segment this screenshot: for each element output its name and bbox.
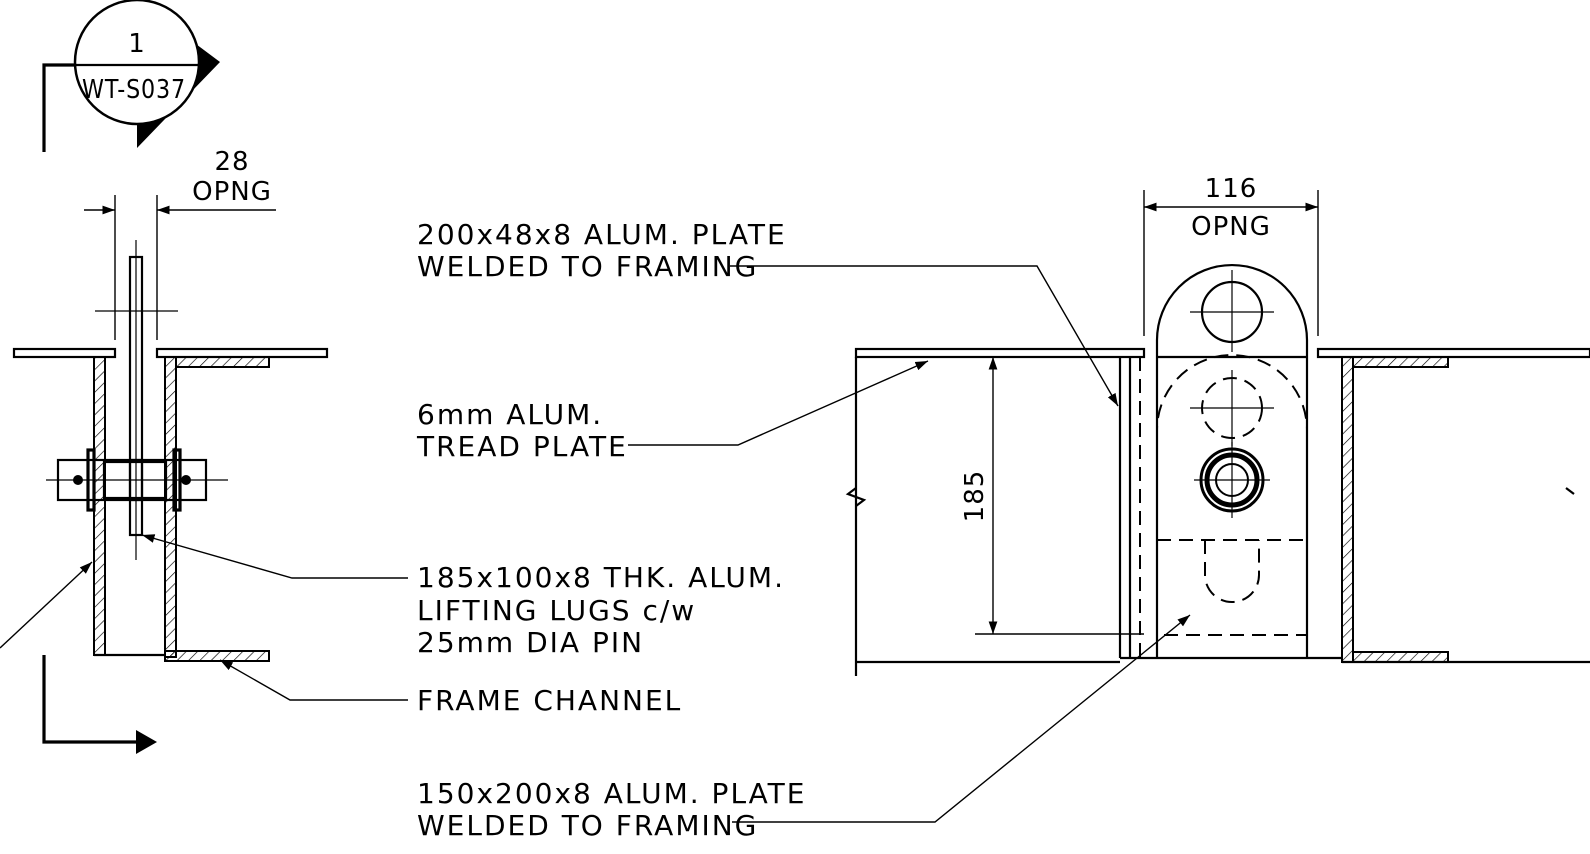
section-number: 1 — [128, 29, 146, 59]
left-opening-value: 28 — [214, 147, 249, 177]
section-marker: 1 WT-S037 — [42, 0, 220, 152]
callout-lifting-lugs-line3: 25mm DIA PIN — [417, 626, 644, 659]
callout-welded-plate-bottom-line1: 150x200x8 ALUM. PLATE — [417, 777, 806, 810]
callout-welded-plate-top-line2: WELDED TO FRAMING — [417, 250, 758, 283]
callout-welded-plate-bottom-line2: WELDED TO FRAMING — [417, 809, 758, 842]
callout-welded-plate-bottom: 150x200x8 ALUM. PLATE WELDED TO FRAMING — [417, 614, 1191, 842]
callout-frame-channel: FRAME CHANNEL — [219, 659, 682, 717]
callout-tread-plate-line1: 6mm ALUM. — [417, 398, 603, 431]
callout-tread-plate: 6mm ALUM. TREAD PLATE — [416, 360, 929, 463]
callout-frame-channel-line1: FRAME CHANNEL — [417, 684, 682, 717]
section-sheet: WT-S037 — [82, 75, 186, 105]
left-opening-label: OPNG — [192, 177, 272, 207]
right-opening-label: OPNG — [1191, 212, 1271, 242]
section-marker-circle — [73, 0, 201, 126]
lug-height-dimension: 185 — [960, 470, 990, 523]
right-elevation-view: 116 OPNG 185 — [845, 174, 1590, 676]
callout-lifting-lugs: 185x100x8 THK. ALUM. LIFTING LUGS c/w 25… — [141, 534, 785, 659]
callout-lifting-lugs-line1: 185x100x8 THK. ALUM. — [417, 561, 785, 594]
left-section-view: 28 OPNG — [0, 147, 329, 662]
callout-welded-plate-top: 200x48x8 ALUM. PLATE WELDED TO FRAMING — [417, 218, 1119, 407]
right-opening-value: 116 — [1205, 174, 1258, 204]
section-cut-arrow — [42, 655, 157, 754]
callout-lifting-lugs-line2: LIFTING LUGS c/w — [417, 594, 696, 627]
callout-welded-plate-top-line1: 200x48x8 ALUM. PLATE — [417, 218, 787, 251]
callout-tread-plate-line2: TREAD PLATE — [416, 430, 628, 463]
